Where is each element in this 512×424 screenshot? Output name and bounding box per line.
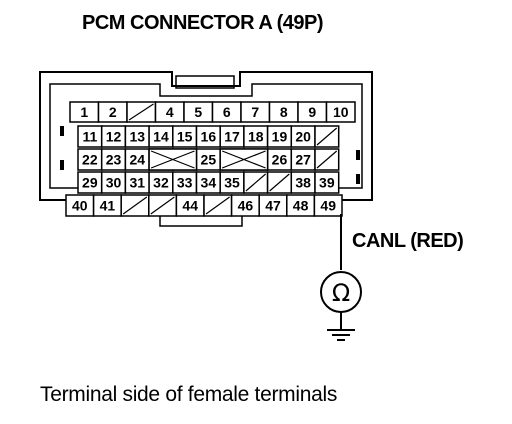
terminal-number: 27 xyxy=(295,152,311,168)
unused-terminal-slash xyxy=(205,196,230,215)
terminal-number: 48 xyxy=(293,198,309,214)
terminal-number: 26 xyxy=(272,152,288,168)
unused-terminal-slash xyxy=(316,150,338,169)
unused-terminal-slash xyxy=(269,173,290,192)
unused-terminal-slash xyxy=(245,173,266,192)
terminal-number: 11 xyxy=(82,129,97,145)
terminal-number: 22 xyxy=(82,152,98,168)
connector-title: PCM CONNECTOR A (49P) xyxy=(82,12,324,34)
terminal-number: 23 xyxy=(106,152,122,168)
blocked-cavity-x xyxy=(150,150,195,169)
caption: Terminal side of female terminals xyxy=(40,383,338,406)
terminal-number: 46 xyxy=(238,198,254,214)
terminal-cell xyxy=(325,101,356,123)
blocked-cavity-x xyxy=(221,150,266,169)
terminal-number: 20 xyxy=(295,129,311,145)
terminal-number: 18 xyxy=(248,129,264,145)
terminal-number: 4 xyxy=(166,104,174,120)
wire-label: CANL (RED) xyxy=(352,230,464,252)
connector-key-right-top xyxy=(356,150,360,160)
connector-key-right-bottom xyxy=(356,174,360,184)
terminal-number: 12 xyxy=(106,129,122,145)
terminal-number: 19 xyxy=(272,129,288,145)
terminal-number: 33 xyxy=(177,175,193,191)
terminal-number: 29 xyxy=(82,175,98,191)
terminal-number: 47 xyxy=(265,198,281,214)
terminal-number: 15 xyxy=(177,129,193,145)
unused-terminal-slash xyxy=(128,103,154,121)
terminal-number: 7 xyxy=(251,104,259,120)
terminal-number: 13 xyxy=(129,129,145,145)
terminal-number: 10 xyxy=(333,104,349,120)
connector-key-left-top xyxy=(60,126,64,136)
unused-terminal-slash xyxy=(150,196,175,215)
terminal-number: 17 xyxy=(224,129,240,145)
terminal-cell xyxy=(313,194,343,217)
terminal-number: 8 xyxy=(280,104,288,120)
terminal-number: 2 xyxy=(109,104,117,120)
terminal-number: 5 xyxy=(194,104,202,120)
terminal-number: 9 xyxy=(308,104,316,120)
unused-terminal-slash xyxy=(122,196,148,215)
terminal-number: 34 xyxy=(201,175,217,191)
connector-bottom-tab xyxy=(159,215,243,227)
terminal-number: 38 xyxy=(295,175,311,191)
terminal-number: 32 xyxy=(153,175,169,191)
ground-symbol-icon xyxy=(327,329,355,341)
connector-key-left-bottom xyxy=(60,160,64,170)
unused-terminal-slash xyxy=(316,127,338,146)
terminal-number: 30 xyxy=(106,175,122,191)
ohm-symbol: Ω xyxy=(332,279,350,307)
terminal-number: 31 xyxy=(129,175,145,191)
terminal-number: 40 xyxy=(72,198,88,214)
terminal-number: 25 xyxy=(201,152,217,168)
terminal-number: 39 xyxy=(319,175,335,191)
terminal-number: 6 xyxy=(223,104,231,120)
terminal-number: 44 xyxy=(182,198,198,214)
terminal-number: 49 xyxy=(320,198,336,214)
terminal-number: 24 xyxy=(129,152,145,168)
terminal-cell xyxy=(314,171,340,194)
terminal-number: 14 xyxy=(153,129,169,145)
connector-latch xyxy=(175,75,235,89)
terminal-number: 16 xyxy=(201,129,217,145)
terminal-number: 41 xyxy=(100,198,116,214)
terminal-number: 1 xyxy=(80,104,88,120)
terminal-number: 35 xyxy=(224,175,240,191)
